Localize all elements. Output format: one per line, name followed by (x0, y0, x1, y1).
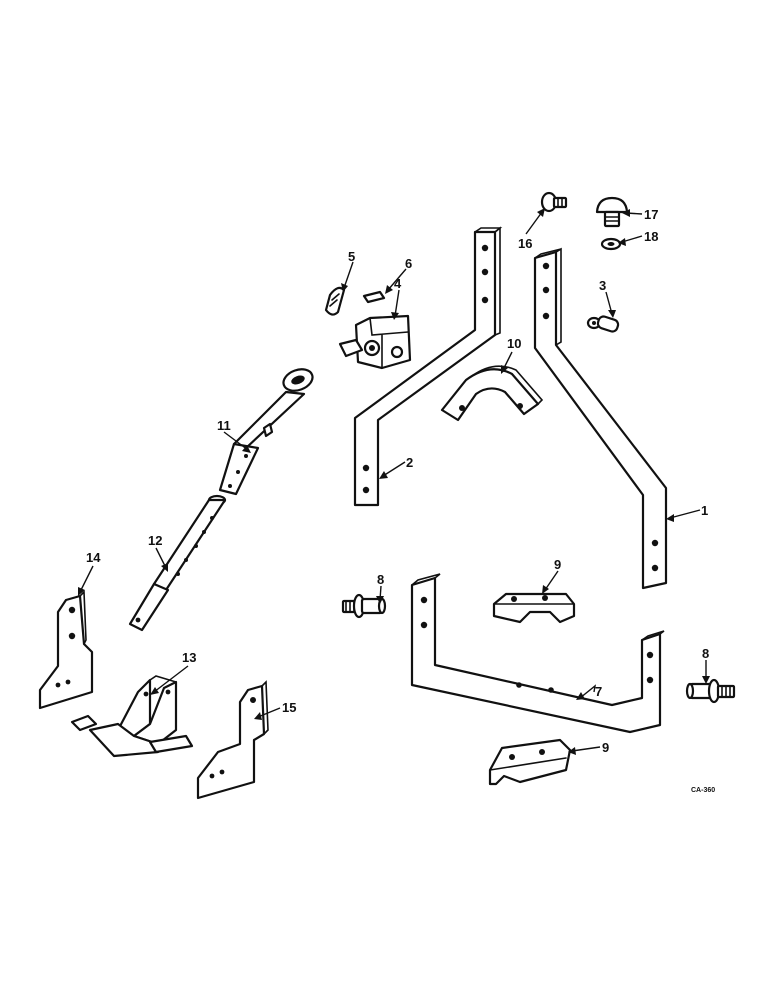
callout-8-left: 8 (377, 572, 384, 587)
part-11-upper-link (218, 368, 314, 496)
part-12-lower-link (128, 494, 227, 632)
callout-13: 13 (182, 650, 196, 665)
part-9-clevis-lower (488, 738, 572, 786)
callout-16: 16 (518, 236, 532, 251)
part-2-left-brace (353, 226, 503, 507)
callout-10: 10 (507, 336, 521, 351)
callout-18: 18 (644, 229, 658, 244)
callout-14: 14 (86, 550, 101, 565)
part-13-hitch-bracket (70, 675, 194, 758)
callout-9-upper: 9 (554, 557, 561, 572)
callout-8-right: 8 (702, 646, 709, 661)
part-3-pin (586, 315, 620, 333)
callout-15: 15 (282, 700, 296, 715)
leader-lines (78, 208, 710, 755)
callout-12: 12 (148, 533, 162, 548)
callout-2: 2 (406, 455, 413, 470)
drawing-code: CA-360 (691, 787, 715, 794)
callout-11: 11 (217, 418, 231, 433)
callout-17: 17 (644, 207, 658, 222)
callout-labels: 1 2 3 4 5 6 7 8 8 9 9 10 11 12 13 14 15 … (86, 207, 709, 755)
part-17-bolt (595, 196, 629, 228)
part-10-saddle-clamp (440, 365, 544, 422)
callout-7: 7 (595, 684, 602, 699)
callout-3: 3 (599, 278, 606, 293)
part-6-key (362, 290, 386, 304)
part-18-washer (600, 237, 622, 251)
part-4-latch-block (338, 314, 412, 370)
part-14-left-plate (38, 590, 94, 710)
callout-9-lower: 9 (602, 740, 609, 755)
part-15-right-plate (196, 680, 269, 800)
callout-5: 5 (348, 249, 355, 264)
part-8-pin-left (341, 593, 387, 619)
callout-4: 4 (394, 276, 402, 291)
part-8-pin-right (685, 678, 736, 704)
part-7-drawbar (410, 573, 665, 734)
part-5-clip (324, 286, 346, 316)
callout-6: 6 (405, 256, 412, 271)
part-9-clevis-upper (492, 592, 576, 624)
part-1-right-brace (533, 247, 668, 590)
part-16-bolt (540, 191, 568, 213)
callout-1: 1 (701, 503, 708, 518)
